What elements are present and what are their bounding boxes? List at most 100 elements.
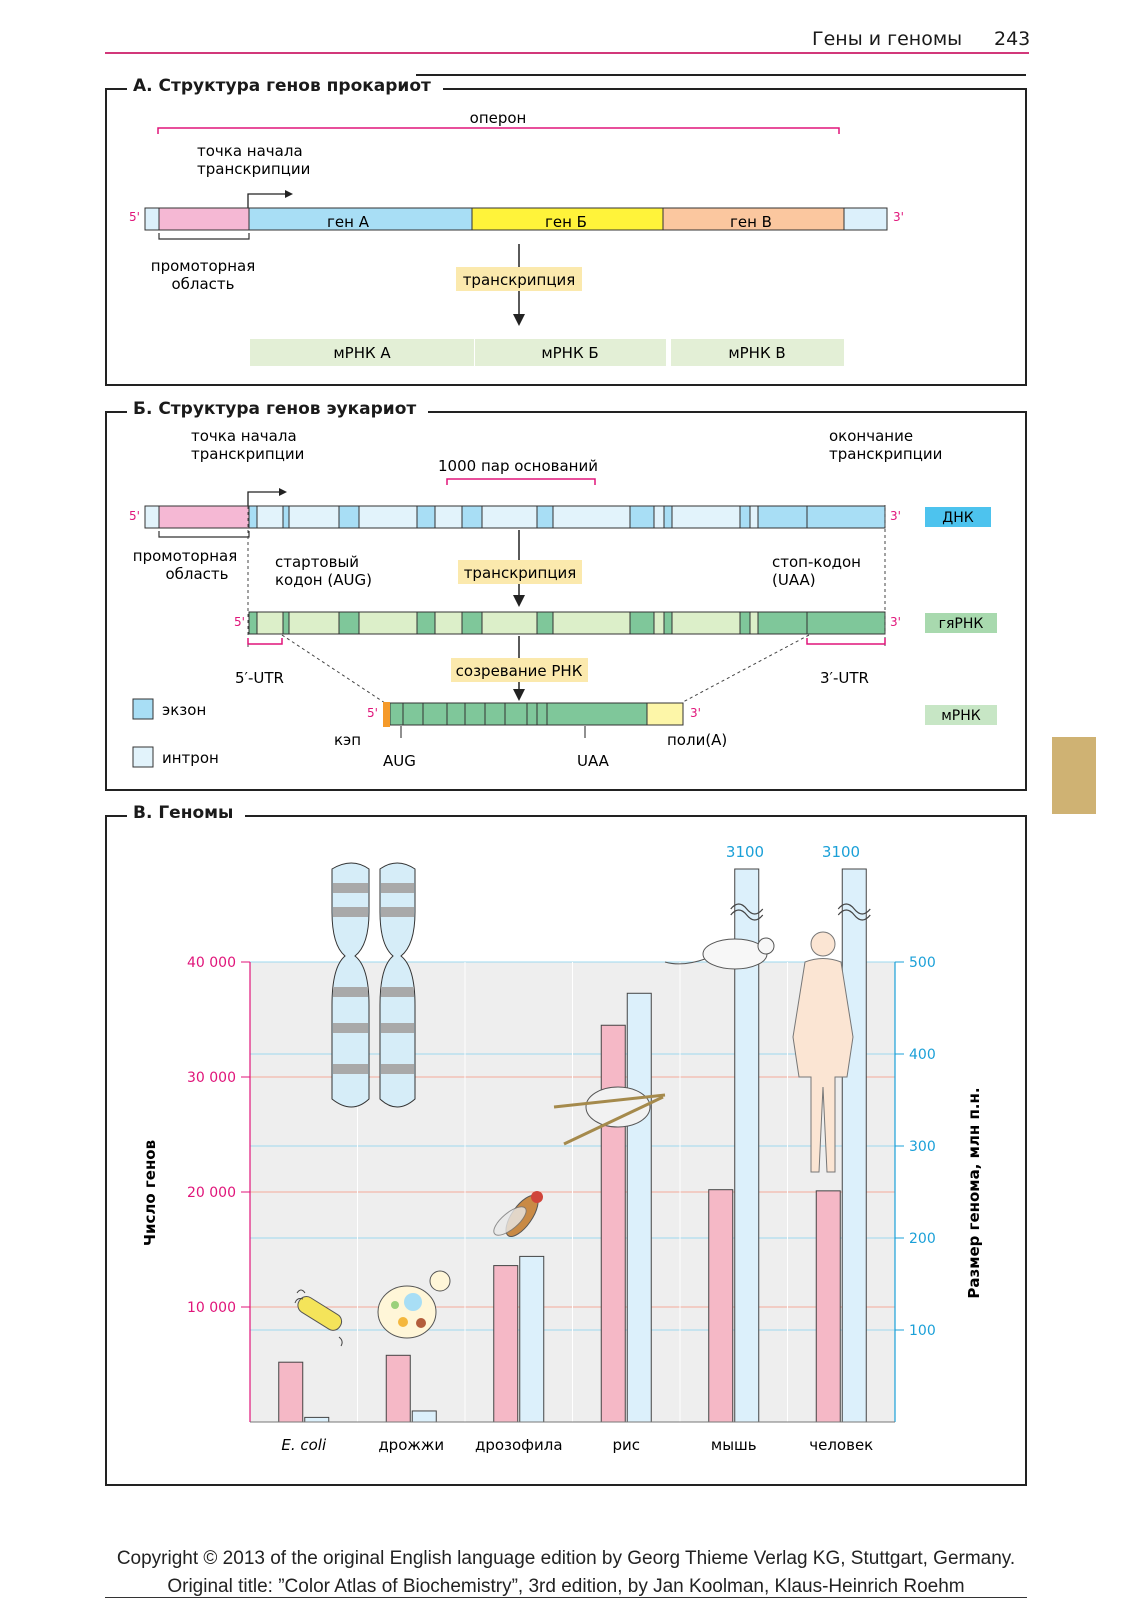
maturation-label: созревание РНК (456, 662, 583, 680)
aug-label: AUG (383, 752, 416, 770)
human-illustration (792, 931, 854, 1173)
legend-intron-swatch (132, 746, 154, 768)
mrna-tag (925, 705, 997, 725)
gene-c-label: ген В (730, 213, 772, 231)
axis-break-mark (837, 903, 871, 921)
gene-a-label: ген А (327, 213, 370, 231)
bar-gene-count (385, 1354, 411, 1423)
copyright-line-1: Copyright © 2013 of the original English… (116, 1548, 1016, 1569)
mrna-bar (383, 702, 684, 727)
bar-gene-count (600, 1024, 626, 1423)
left-tick-label: 20 000 (187, 1185, 236, 1201)
right-tick-label: 100 (909, 1323, 936, 1339)
tts-label-1: окончание (829, 427, 913, 445)
tss-label-1: точка начала (197, 142, 303, 160)
utr3-label: 3′-UTR (820, 669, 869, 687)
promoter-bracket (158, 531, 250, 538)
right-tick-label: 500 (909, 955, 936, 971)
yeast-illustration (377, 1270, 451, 1339)
bar-genome-size (519, 1255, 545, 1423)
transcription-label: транскрипция (464, 564, 577, 582)
panel-c-title: В. Геномы (127, 803, 246, 823)
bar-gene-count (815, 1190, 841, 1423)
dna-bar (144, 505, 886, 529)
drosophila-illustration (493, 1191, 543, 1237)
panel-a-title: А. Структура генов прокариот (127, 76, 443, 96)
uaa-guide (682, 634, 810, 703)
hnrna-three-prime: 3' (890, 615, 901, 629)
category-label: дрозофила (475, 1436, 563, 1454)
legend-intron-label: интрон (162, 749, 219, 767)
transcription-label: транскрипция (463, 271, 576, 289)
copyright-line-2: Original title: ”Color Atlas of Biochemi… (167, 1576, 965, 1597)
mrna-b-box (475, 339, 666, 366)
scale-label: 1000 пар оснований (438, 457, 598, 475)
promoter-label-2: область (165, 565, 228, 583)
mrna-a-box (250, 339, 474, 366)
header-rule (105, 52, 1029, 54)
aug-guide (281, 634, 386, 704)
panel-eukaryote: Б. Структура генов эукариот точка начала… (105, 399, 1027, 791)
left-tick-label: 10 000 (187, 1300, 236, 1316)
utr5-label: 5′-UTR (235, 669, 284, 687)
mrna-a-label: мРНК А (333, 344, 391, 362)
bar-gene-count (708, 1189, 734, 1423)
category-label: дрожжи (378, 1436, 444, 1454)
rice-bowl-illustration (553, 1086, 666, 1146)
start-codon-label-1: стартовый (275, 553, 359, 571)
hnrna-tag-label: гяРНК (939, 616, 984, 632)
category-label: человек (809, 1436, 873, 1454)
mrna-five-prime: 5' (367, 706, 378, 720)
mrna-three-prime: 3' (690, 706, 701, 720)
ecoli-illustration (294, 1289, 343, 1347)
left-tick-label: 40 000 (187, 955, 236, 971)
promoter-label-2: область (171, 275, 234, 293)
tts-label-2: транскрипции (829, 445, 942, 463)
left-tick-label: 30 000 (187, 1070, 236, 1086)
category-label: мышь (711, 1436, 757, 1454)
tss-label-2: транскрипции (197, 160, 310, 178)
dna-tag (925, 507, 991, 527)
promoter-segment (158, 207, 250, 231)
bar-genome-size (304, 1416, 330, 1423)
scale-bar (446, 478, 596, 485)
chapter-tab (1052, 737, 1096, 814)
bar-genome-size (841, 868, 867, 1423)
cap-label: кэп (334, 731, 361, 749)
uaa-label: UAA (577, 752, 610, 770)
hnrna-bar (248, 611, 886, 635)
bar-genome-size (411, 1410, 437, 1423)
category-label: рис (612, 1436, 640, 1454)
stop-codon-label-1: стоп-кодон (772, 553, 861, 571)
right-tick-label: 300 (909, 1139, 936, 1155)
legend-exon-label: экзон (162, 701, 206, 719)
tss-arrow (247, 491, 279, 506)
running-header-title: Гены и геномы (812, 28, 963, 50)
mouse-top-value: 3100 (726, 843, 764, 861)
start-codon-label-2: кодон (AUG) (275, 571, 372, 589)
promoter-bracket (158, 233, 250, 240)
stop-codon-label-2: (UAA) (772, 571, 816, 589)
legend-exon-swatch (132, 698, 154, 720)
tss-arrow-head (285, 190, 293, 198)
category-label: E. coli (281, 1436, 327, 1454)
eukaryote-diagram: точка начала транскрипции 1000 пар основ… (129, 427, 997, 770)
tss-arrow (247, 193, 285, 208)
right-axis-title: Размер генома, млн п.н. (965, 1087, 983, 1298)
gene-b-label: ген Б (545, 213, 587, 231)
bar-gene-count (278, 1361, 304, 1423)
transcription-badge (456, 267, 582, 291)
tss-label-2: транскрипции (191, 445, 304, 463)
promoter-label-1: промоторная (133, 547, 237, 565)
utr3-bracket (806, 638, 886, 645)
polya-label: поли(A) (667, 731, 727, 749)
panel-b-title: Б. Структура генов эукариот (127, 399, 429, 419)
mrna-b-label: мРНК Б (541, 344, 598, 362)
mrna-tag-label: мРНК (941, 708, 981, 724)
header-rule-dark (416, 74, 1026, 76)
mrna-c-box (671, 339, 844, 366)
transcription-badge (458, 560, 582, 584)
bar-genome-size (626, 992, 652, 1423)
five-prime-label: 5' (129, 210, 140, 224)
